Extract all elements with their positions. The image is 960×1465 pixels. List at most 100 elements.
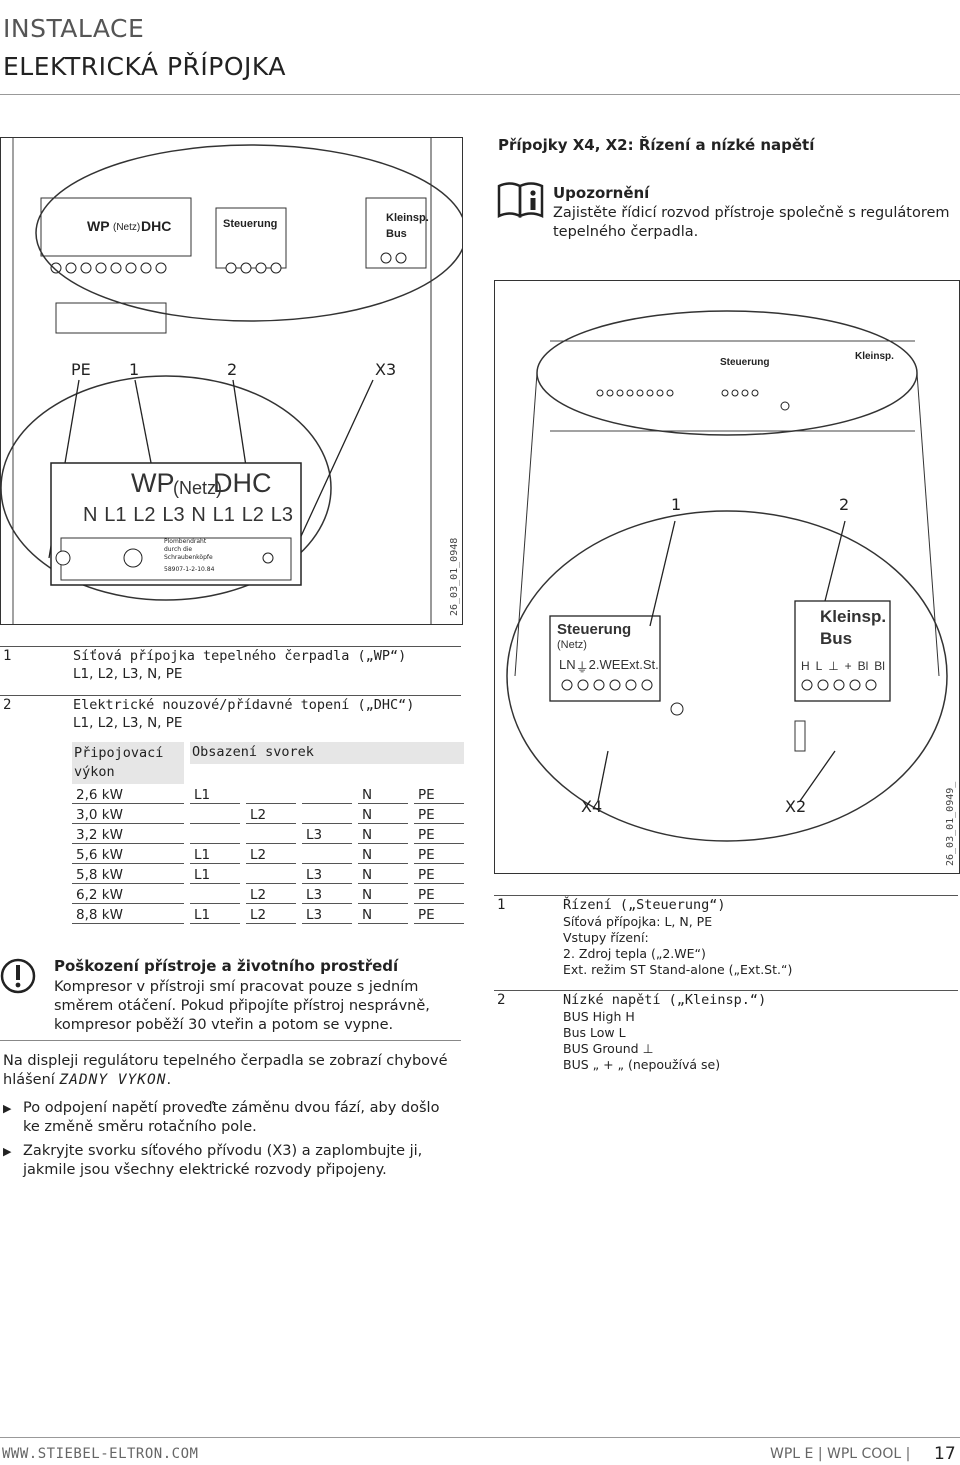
terminal-cell xyxy=(302,843,352,864)
power-cell: 3,2 kW xyxy=(72,823,184,844)
terminal-cell xyxy=(190,823,240,844)
table-header: Připojovací výkon Obsazení svorek xyxy=(72,742,464,784)
kleinsp-label-small: Kleinsp. xyxy=(855,351,894,362)
callout-2: 2 xyxy=(227,360,238,379)
terminal-l3: L3 xyxy=(162,504,185,526)
terminal-cell: PE xyxy=(414,803,464,824)
terminal-cell: N xyxy=(358,903,408,924)
wp-label-small: WP xyxy=(87,218,110,234)
steuerung-terminals: L N ⏚ 2.WE Ext.St. xyxy=(559,657,659,676)
terminal-cell xyxy=(190,883,240,904)
terminal-cell: L1 xyxy=(190,863,240,884)
terminal-cell xyxy=(246,823,296,844)
wiring-diagram-x4-x2 xyxy=(506,310,948,842)
terminal-bl-1: Bl xyxy=(857,659,869,673)
page-title: ELEKTRICKÁ PŘÍPOJKA xyxy=(3,52,286,81)
callout-x4: X4 xyxy=(581,797,603,816)
terminal-cell: PE xyxy=(414,843,464,864)
terminal-pe: ⏚ xyxy=(575,660,589,675)
step-item: ▶ Po odpojení napětí proveďte záměnu dvo… xyxy=(3,1100,440,1135)
power-cell: 3,0 kW xyxy=(72,803,184,824)
terminal-plus: + xyxy=(844,659,852,673)
terminal-cell: PE xyxy=(414,903,464,924)
wp-label: WP xyxy=(131,468,175,498)
callout-x3: X3 xyxy=(375,360,397,379)
bus-label: Bus xyxy=(820,629,853,648)
netz-label: (Netz) xyxy=(557,639,587,651)
terminal-cell: PE xyxy=(414,863,464,884)
terminal-cell: L1 xyxy=(190,903,240,924)
terminal-ext-st: Ext.St. xyxy=(620,657,659,672)
figure-wiring-x3: PE 1 2 X3 WP (Netz) DHC Steuerung Kleins… xyxy=(0,137,463,625)
terminal-cell: N xyxy=(358,803,408,824)
callout-pe: PE xyxy=(71,360,91,379)
header-terminals: Obsazení svorek xyxy=(190,742,464,764)
legend-item: 2 Nízké napětí („Kleinsp.“) BUS High H B… xyxy=(494,990,958,1073)
terminal-labels: N L1 L2 L3 N L1 L2 L3 xyxy=(83,504,293,527)
info-manual-icon xyxy=(496,180,546,224)
terminal-cell: N xyxy=(358,784,408,804)
warning-icon xyxy=(0,958,40,1002)
terminal-cell: N xyxy=(358,863,408,884)
plombe-note: Plombendraht durch die Schraubenköpfe 58… xyxy=(164,538,215,573)
bus-terminals: H L ⊥ + Bl Bl xyxy=(801,659,885,673)
header-power: Připojovací výkon xyxy=(72,742,184,784)
steuerung-label-small: Steuerung xyxy=(223,218,278,230)
callout-2: 2 xyxy=(839,495,850,514)
figure-id: 26_03_01_0949_ xyxy=(945,781,956,866)
warning-divider xyxy=(0,1040,461,1041)
terminal-cell xyxy=(302,803,352,824)
power-table: Připojovací výkon Obsazení svorek 2,6 kW… xyxy=(72,742,464,924)
terminal-l1: L1 xyxy=(104,504,127,526)
dhc-label: DHC xyxy=(213,468,272,498)
terminal-cell xyxy=(302,784,352,804)
figure-id: 26_03_01_0948 xyxy=(449,537,460,616)
terminal-cell: L2 xyxy=(246,903,296,924)
bullet-arrow-icon: ▶ xyxy=(3,1102,12,1115)
terminal-cell: L1 xyxy=(190,843,240,864)
terminal-cell: N xyxy=(358,883,408,904)
callout-1: 1 xyxy=(129,360,140,379)
terminal-cell: N xyxy=(358,823,408,844)
step-item: ▶ Zakryjte svorku síťového přívodu (X3) … xyxy=(3,1143,423,1178)
footer-website-link[interactable]: WWW.STIEBEL-ELTRON.COM xyxy=(2,1446,199,1462)
header-divider xyxy=(0,94,960,95)
terminal-l2b: L2 xyxy=(241,504,264,526)
steuerung-label: Steuerung xyxy=(557,621,632,638)
power-cell: 8,8 kW xyxy=(72,903,184,924)
table-row: 8,8 kW L1 L2 L3 N PE xyxy=(72,903,464,924)
error-code: ZADNY VYKON xyxy=(59,1072,167,1088)
terminal-l1b: L1 xyxy=(212,504,235,526)
callout-1: 1 xyxy=(671,495,682,514)
power-cell: 5,8 kW xyxy=(72,863,184,884)
terminal-cell: L3 xyxy=(302,903,352,924)
warning-title: Poškození přístroje a životního prostřed… xyxy=(54,957,399,975)
note-title: Upozornění xyxy=(553,184,650,202)
terminal-n2: N xyxy=(191,504,206,526)
section-heading: INSTALACE xyxy=(3,14,145,43)
kleinsp-label: Kleinsp. xyxy=(820,607,887,626)
callout-x2: X2 xyxy=(785,797,807,816)
figure-wiring-x4-x2: 1 2 X4 X2 Steuerung Kleinsp. Steuerung (… xyxy=(494,280,960,874)
legend-item: 1 Síťová přípojka tepelného čerpadla („W… xyxy=(0,646,461,683)
terminal-ground: ⊥ xyxy=(828,659,839,673)
footer-product: WPL E | WPL COOL | xyxy=(770,1446,911,1462)
legend-item: 1 Řízení („Steuerung“) Síťová přípojka: … xyxy=(494,895,958,978)
terminal-cell xyxy=(246,863,296,884)
terminal-cell xyxy=(246,784,296,804)
terminal-l3b: L3 xyxy=(270,504,293,526)
page-number: 17 xyxy=(934,1444,956,1464)
legend-item: 2 Elektrické nouzové/přídavné topení („D… xyxy=(0,695,461,732)
terminal-bus-l: L xyxy=(815,659,823,673)
power-cell: 6,2 kW xyxy=(72,883,184,904)
display-note: Na displeji regulátoru tepelného čerpadl… xyxy=(3,1053,448,1088)
step-list: ▶ Po odpojení napětí proveďte záměnu dvo… xyxy=(3,1099,458,1180)
terminal-cell: L1 xyxy=(190,784,240,804)
warning-text: Kompresor v přístroji smí pracovat pouze… xyxy=(54,979,430,1033)
terminal-n: N xyxy=(566,657,576,672)
footer-divider xyxy=(0,1437,960,1438)
